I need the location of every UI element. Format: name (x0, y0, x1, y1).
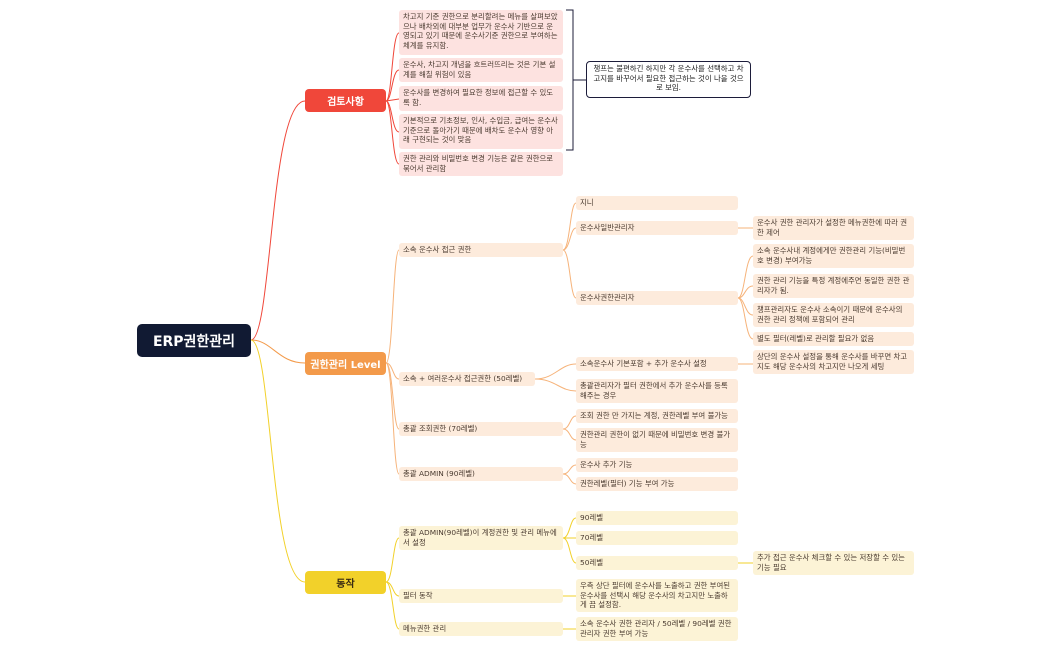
level-item[interactable]: 운수사일반관리자 (576, 221, 738, 235)
review-note[interactable]: 운수사, 차고지 개념을 흐트러뜨리는 것은 기본 설계를 해칠 위험이 있음 (399, 58, 563, 82)
level-item[interactable]: 권한레벨(필터) 기능 부여 가능 (576, 477, 738, 491)
behavior-group[interactable]: 총괄 ADMIN(90레벨)이 계정권한 및 관리 메뉴에서 설정 (399, 526, 563, 550)
branch-permission-level[interactable]: 권한관리 Level (305, 352, 386, 375)
level-detail[interactable]: 권한 관리 기능을 특정 계정에주면 동일한 권한 관리자가 됨. (753, 274, 914, 298)
behavior-item[interactable]: 50레벨 (576, 556, 738, 570)
behavior-item[interactable]: 우측 상단 필터에 운수사를 노출하고 권한 부여된 운수사를 선택시 해당 운… (576, 579, 738, 612)
branch-behavior[interactable]: 동작 (305, 571, 386, 594)
level-detail[interactable]: 상단의 운수사 설정을 통해 운수사를 바꾸면 차고지도 해당 운수사의 차고지… (753, 350, 914, 374)
level-detail[interactable]: 소속 운수사내 계정에게만 권한관리 기능(비밀번호 변경) 부여가능 (753, 244, 914, 268)
level-item[interactable]: 운수사 추가 기능 (576, 458, 738, 472)
level-group[interactable]: 총괄 조회권한 (70레벨) (399, 422, 563, 436)
review-note[interactable]: 기본적으로 기초정보, 인사, 수입금, 급여는 운수사기준으로 돌아가기 때문… (399, 114, 563, 149)
behavior-item[interactable]: 90레벨 (576, 511, 738, 525)
level-item[interactable]: 권한관리 권한이 없기 때문에 비밀번호 변경 불가능 (576, 428, 738, 452)
level-group[interactable]: 총괄 ADMIN (90레벨) (399, 467, 563, 481)
root-topic[interactable]: ERP권한관리 (137, 324, 251, 357)
review-note[interactable]: 권한 관리와 비밀번호 변경 기능은 같은 권한으로 묶어서 관리함 (399, 152, 563, 176)
review-note[interactable]: 운수사를 변경하여 필요한 정보에 접근할 수 있도록 함. (399, 86, 563, 111)
level-group[interactable]: 소속 운수사 접근 권한 (399, 243, 563, 257)
behavior-group[interactable]: 필터 동작 (399, 589, 563, 603)
level-group[interactable]: 소속 + 여러운수사 접근권한 (50레벨) (399, 372, 535, 386)
review-note[interactable]: 차고지 기준 권한으로 분리할려는 메뉴를 살펴보았으나 배차외에 대부분 업무… (399, 10, 563, 55)
behavior-item[interactable]: 70레벨 (576, 531, 738, 545)
branch-review[interactable]: 검토사항 (305, 89, 386, 112)
level-item[interactable]: 조회 권한 만 가지는 계정, 권한레벨 부여 불가능 (576, 409, 738, 423)
level-item[interactable]: 운수사권한관리자 (576, 291, 738, 305)
level-item[interactable]: 총괄관리자가 필터 권한에서 추가 운수사를 등록해주는 경우 (576, 379, 738, 403)
level-detail[interactable]: 챙프관리자도 운수사 소속이기 때문에 운수사의 권한 관리 정책에 포함되어 … (753, 303, 914, 327)
level-item[interactable]: 소속운수사 기본포함 + 추가 운수사 설정 (576, 357, 738, 371)
level-item[interactable]: 지니 (576, 196, 738, 210)
level-detail[interactable]: 운수사 권한 관리자가 설정한 메뉴권한에 따라 권한 제어 (753, 216, 914, 240)
behavior-detail[interactable]: 추가 접근 운수사 체크할 수 있는 저장할 수 있는 기능 필요 (753, 551, 914, 575)
callout-note[interactable]: 챙프는 불편하긴 하지만 각 운수사를 선택하고 차고지를 바꾸어서 필요한 접… (586, 61, 751, 98)
level-detail[interactable]: 별도 필터(레벨)로 관리할 필요가 없음 (753, 332, 914, 346)
behavior-item[interactable]: 소속 운수사 권한 관리자 / 50레벨 / 90레벨 권한 관리자 권한 부여… (576, 617, 738, 641)
behavior-group[interactable]: 메뉴권한 관리 (399, 622, 563, 636)
